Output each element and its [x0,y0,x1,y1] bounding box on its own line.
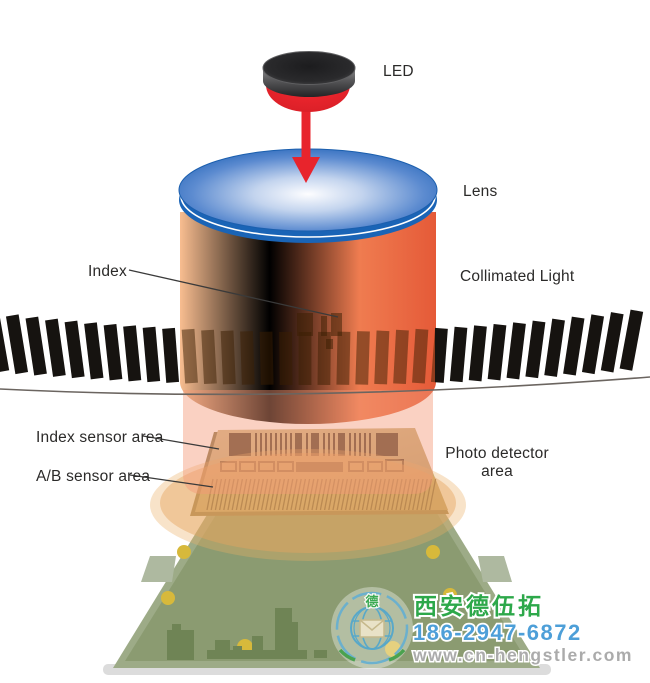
logo-laurel-right [388,648,406,662]
pcb-edge-pad-right [478,556,512,582]
pcb-edge-pad-left [141,556,176,582]
logo-character: 德 [365,594,378,609]
photo-detector-area-label-line1: Photo detector [445,445,549,462]
pcb-board [103,505,551,675]
index-sensor-area-label: Index sensor area [36,429,164,446]
watermark-logo: 德 [335,591,409,665]
leader-lines [128,269,339,488]
led-label: LED [383,63,414,80]
index-track-marks [297,313,342,349]
index-label: Index [88,263,127,280]
logo-laurel-left [338,648,356,662]
photo-detector-chip [190,428,449,516]
disk-edge-line [0,376,650,396]
photo-detector-area-label-line2: area [481,463,513,480]
led-beam [301,96,311,162]
lens-label: Lens [463,183,497,200]
index-sensor-leader-line [142,435,220,450]
ab-sensor-leader-line [129,474,214,488]
watermark-phone: 186-2947-6872 [413,620,582,645]
chip-index-sensor-row [220,459,404,472]
watermark: 德 西安德伍拓 186-2947-6872 www.cn-hengstler.c… [331,587,633,669]
chip-ab-sensor-lines [206,478,437,511]
beam-arrowhead-icon [292,157,320,183]
index-leader-line [128,269,339,318]
pcb-components [167,608,327,660]
led [262,51,356,183]
watermark-website: www.cn-hengstler.com [412,645,633,665]
led-top [262,51,356,85]
chip-index-barcode [229,433,398,456]
disk-stripes-lit [181,327,435,386]
lens [178,148,438,243]
light-column [150,390,466,561]
code-disk [0,309,650,396]
ab-sensor-area-label: A/B sensor area [36,468,150,485]
collimated-light-label: Collimated Light [460,268,575,285]
watermark-company: 西安德伍拓 [414,593,544,619]
